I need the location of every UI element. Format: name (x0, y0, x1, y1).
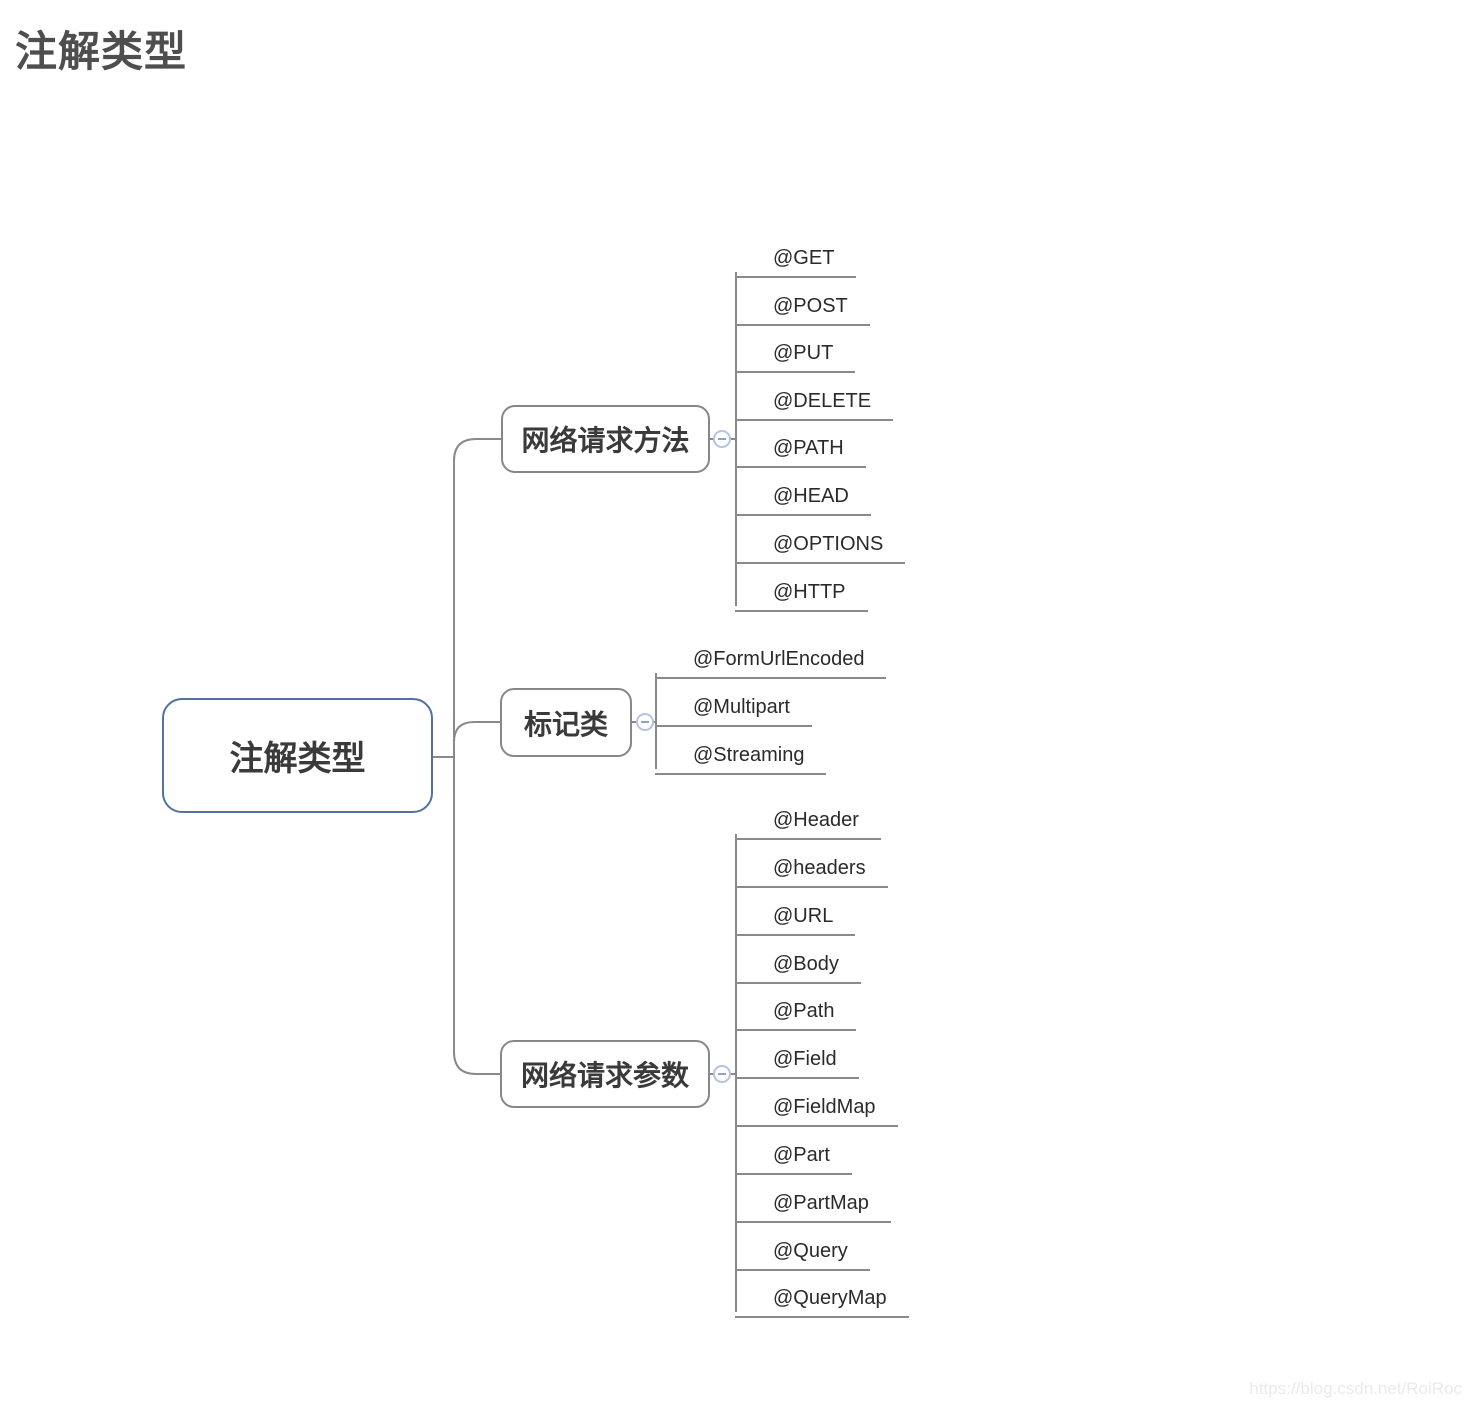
branch-topic-label: 网络请求参数 (520, 1060, 689, 1091)
leaf-topic[interactable]: @Path (735, 983, 857, 1031)
minus-dash-icon (718, 438, 726, 440)
minus-dash-icon (641, 721, 649, 723)
leaf-topic[interactable]: @URL (735, 888, 856, 936)
leaf-topic[interactable]: @FieldMap (735, 1079, 898, 1127)
root-topic[interactable]: 注解类型 (162, 698, 433, 813)
mid-branch-elbow-line (453, 721, 501, 743)
minus-circle-icon[interactable] (713, 430, 731, 448)
branch-topic-request-methods[interactable]: 网络请求方法 (501, 405, 710, 473)
leaf-topic[interactable]: @DELETE (735, 373, 894, 421)
branch-topic-label: 网络请求方法 (521, 425, 690, 456)
leaf-topic[interactable]: @Multipart (655, 679, 812, 727)
leaf-topic[interactable]: @PATH (735, 420, 866, 468)
leaf-topic[interactable]: @POST (735, 278, 870, 326)
leaf-topic[interactable]: @Field (735, 1031, 859, 1079)
leaf-topic[interactable]: @HEAD (735, 468, 871, 516)
leaf-topic[interactable]: @Header (735, 792, 881, 840)
leaf-topic[interactable]: @PUT (735, 325, 856, 373)
root-topic-label: 注解类型 (229, 740, 366, 778)
main-spine-line (453, 438, 501, 1075)
branch-topic-request-params[interactable]: 网络请求参数 (500, 1040, 710, 1108)
minus-circle-icon[interactable] (636, 713, 654, 731)
minus-circle-icon[interactable] (713, 1065, 731, 1083)
leaf-topic[interactable]: @PartMap (735, 1175, 891, 1223)
leaf-topic[interactable]: @headers (735, 840, 888, 888)
leaf-topic[interactable]: @OPTIONS (735, 516, 906, 564)
minus-dash-icon (718, 1073, 726, 1075)
leaf-topic[interactable]: @FormUrlEncoded (655, 631, 887, 679)
leaf-topic[interactable]: @HTTP (735, 564, 868, 612)
branch-topic-label: 标记类 (523, 708, 608, 740)
leaf-topic[interactable]: @Body (735, 936, 861, 984)
leaf-topic[interactable]: @Query (735, 1223, 870, 1271)
page-title: 注解类型 (15, 28, 188, 75)
watermark: https://blog.csdn.net/RoiRoc (1249, 1379, 1462, 1398)
leaf-topic[interactable]: @QueryMap (735, 1270, 909, 1318)
leaf-topic[interactable]: @Part (735, 1127, 852, 1175)
leaf-topic[interactable]: @Streaming (655, 727, 827, 775)
leaf-topic[interactable]: @GET (735, 230, 857, 278)
branch-topic-marker-class[interactable]: 标记类 (500, 688, 632, 757)
